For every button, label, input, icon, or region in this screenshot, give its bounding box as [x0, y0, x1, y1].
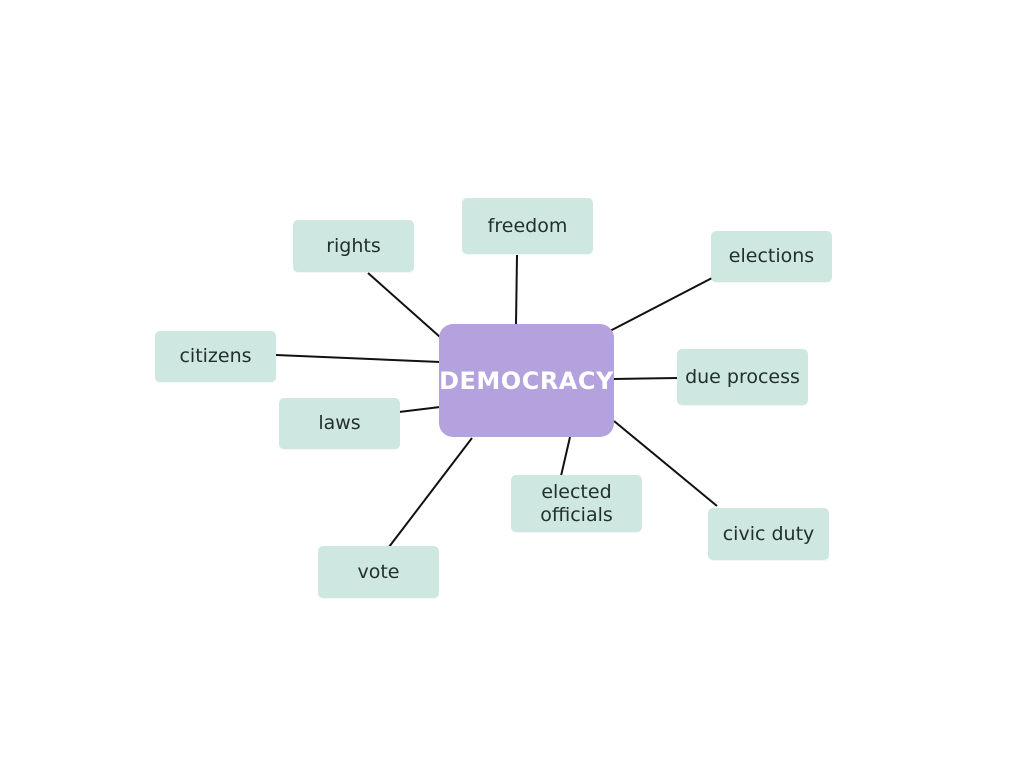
node-label-vote: vote: [357, 560, 400, 583]
connector-civic-duty: [613, 420, 718, 507]
node-label-freedom: freedom: [487, 214, 568, 237]
node-elections[interactable]: elections: [711, 231, 832, 282]
node-citizens[interactable]: citizens: [155, 331, 276, 382]
central-node-label: DEMOCRACY: [439, 366, 614, 395]
node-label-elections: elections: [728, 245, 815, 267]
connector-elections: [607, 277, 713, 333]
node-due-process[interactable]: due process: [677, 349, 808, 405]
node-civic-duty[interactable]: civic duty: [708, 508, 829, 560]
connector-due-process: [613, 377, 679, 380]
connector-freedom: [515, 254, 518, 325]
node-label-elected-officials: elected officials: [540, 480, 613, 526]
node-vote[interactable]: vote: [318, 546, 439, 598]
node-freedom[interactable]: freedom: [462, 198, 593, 254]
node-label-due-process: due process: [685, 365, 800, 388]
connector-laws: [398, 406, 441, 413]
node-laws[interactable]: laws: [279, 398, 400, 449]
connector-elected-officials: [560, 436, 571, 477]
central-node-democracy[interactable]: DEMOCRACY: [439, 324, 614, 437]
node-label-rights: rights: [326, 234, 381, 257]
node-rights[interactable]: rights: [293, 220, 414, 272]
connector-citizens: [275, 354, 441, 363]
node-label-laws: laws: [318, 412, 361, 434]
node-elected-officials[interactable]: elected officials: [511, 475, 642, 532]
node-label-citizens: citizens: [179, 345, 252, 367]
connector-rights: [367, 272, 441, 338]
connector-vote: [388, 437, 473, 548]
node-label-civic-duty: civic duty: [722, 522, 815, 545]
